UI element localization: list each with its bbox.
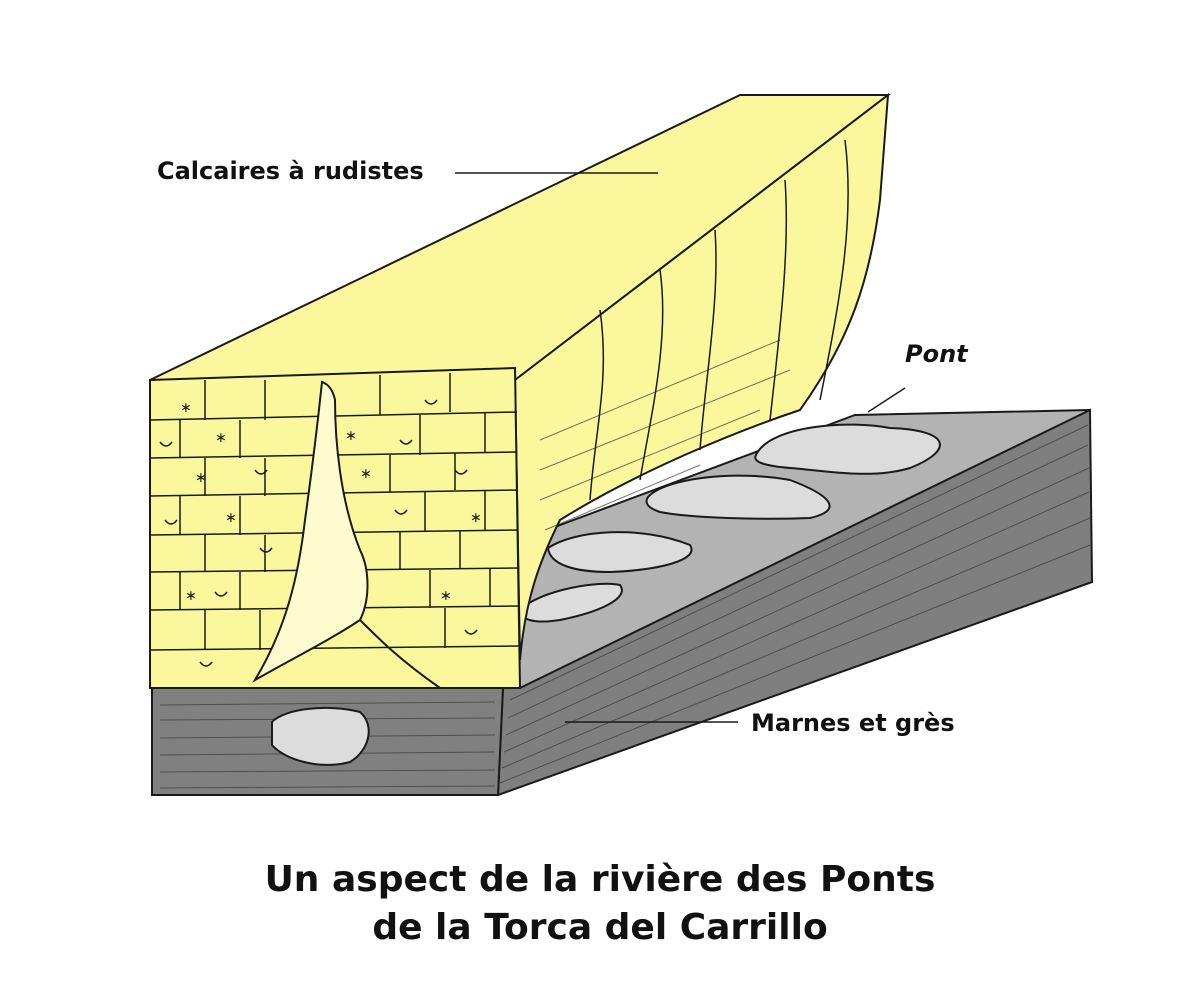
marl-bedding-side xyxy=(499,424,1091,784)
svg-text:∗: ∗ xyxy=(345,428,357,444)
label-calcaires-a-rudistes: Calcaires à rudistes xyxy=(157,157,424,185)
limestone-side-bricks xyxy=(539,339,791,531)
pool-4 xyxy=(645,474,831,520)
pool-3 xyxy=(546,531,693,574)
cave-passage xyxy=(252,380,369,683)
svg-text:∗: ∗ xyxy=(360,466,372,482)
label-pont: Pont xyxy=(905,340,968,368)
caption-line-1: Un aspect de la rivière des Ponts xyxy=(264,859,936,900)
leader-line-pont xyxy=(867,387,906,413)
limestone-side-face xyxy=(513,92,890,661)
rudist-fossils: ∗ ∗ ∗ ∗ ∗ ∗ ∗ ∗ ∗ xyxy=(159,399,482,667)
svg-text:∗: ∗ xyxy=(440,588,452,604)
svg-text:∗: ∗ xyxy=(195,470,207,486)
pool-5 xyxy=(754,423,941,475)
limestone-curtain-edge xyxy=(359,619,441,689)
label-marnes-et-gres: Marnes et grès xyxy=(751,709,955,737)
svg-text:∗: ∗ xyxy=(470,510,482,526)
svg-text:∗: ∗ xyxy=(225,510,237,526)
svg-text:∗: ∗ xyxy=(215,430,227,446)
river-pools xyxy=(271,423,941,766)
svg-text:∗: ∗ xyxy=(180,400,192,416)
pool-front xyxy=(271,706,370,766)
caption-line-2: de la Torca del Carrillo xyxy=(372,907,828,948)
pool-2 xyxy=(518,582,623,623)
diagram-caption: Un aspect de la rivière des Ponts de la … xyxy=(0,856,1200,952)
svg-text:∗: ∗ xyxy=(185,588,197,604)
